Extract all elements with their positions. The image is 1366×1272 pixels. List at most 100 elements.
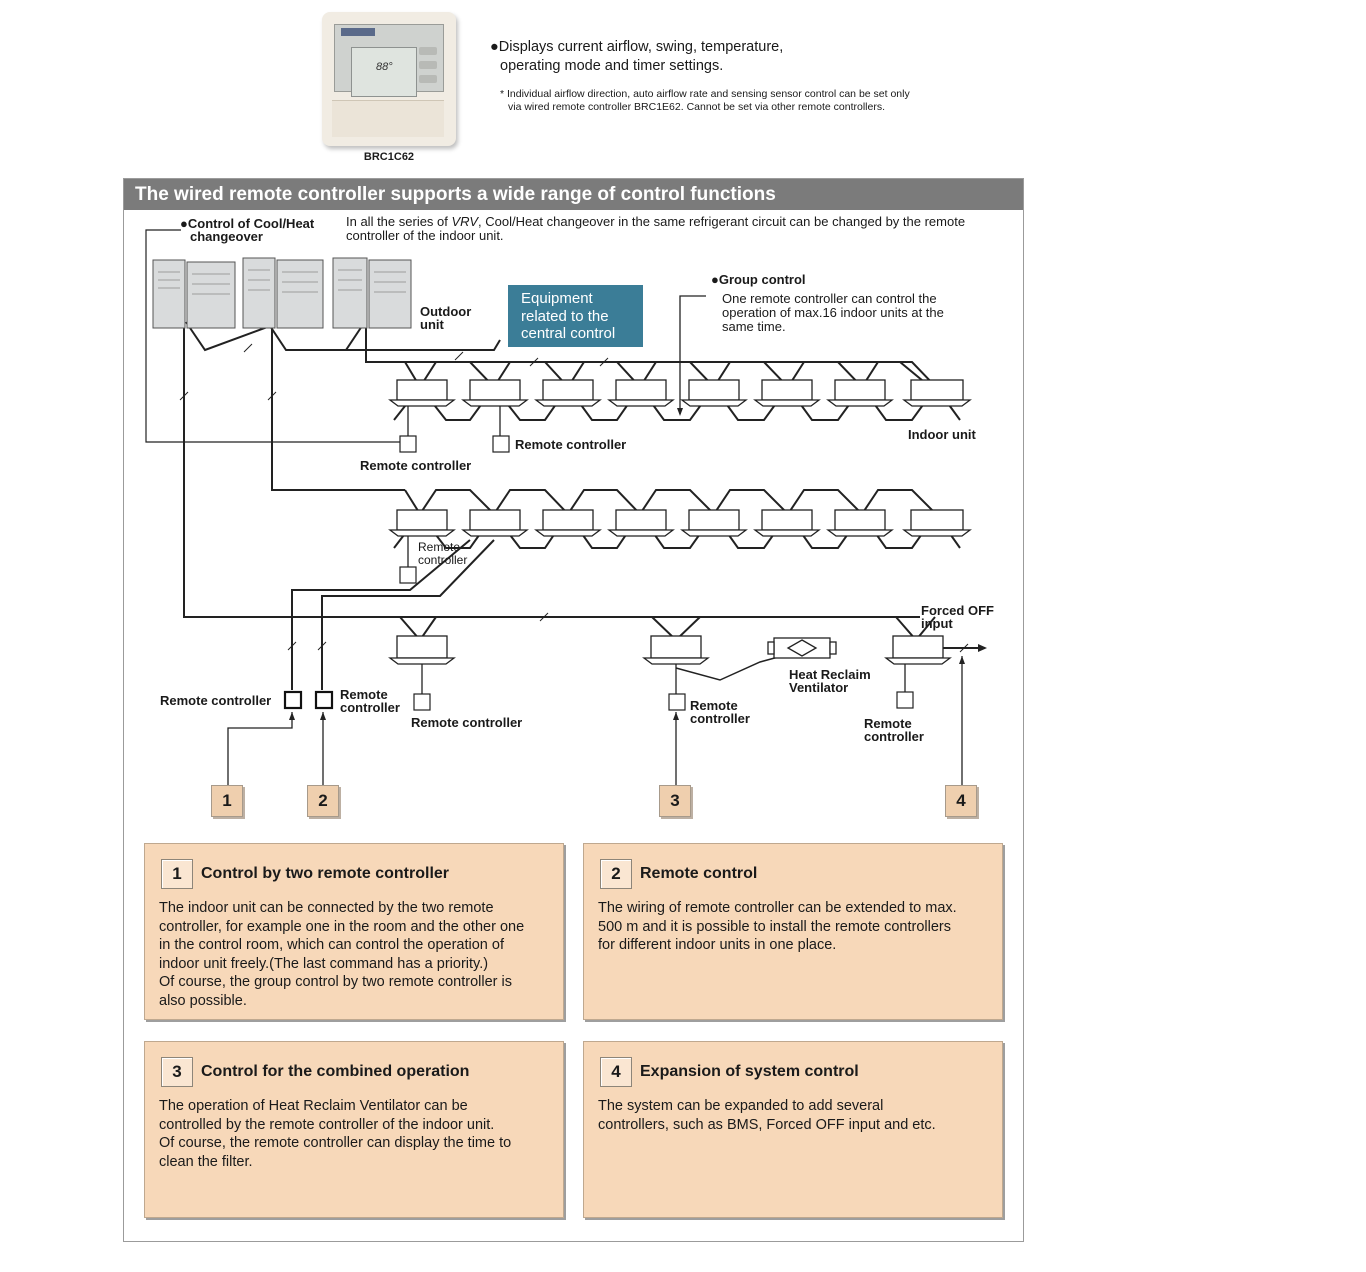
remote-controller-label: Remote controller — [340, 688, 400, 714]
remote-controller-label: Remote controller — [360, 458, 472, 473]
card-line: The indoor unit can be connected by the … — [159, 900, 494, 916]
coolheat-desc-line-2: controller of the indoor unit. — [346, 228, 504, 243]
group-desc-line-1: One remote controller can control the — [722, 291, 937, 306]
card-title: Remote control — [640, 865, 758, 882]
group-desc-line-3: same time. — [722, 319, 786, 334]
card-body: The operation of Heat Reclaim Ventilator… — [159, 1097, 553, 1171]
remote-label-line-2: controller — [340, 700, 400, 715]
footnote-line-1: * Individual airflow direction, auto air… — [500, 88, 910, 100]
coolheat-desc-suffix: , Cool/Heat changeover in the same refri… — [478, 214, 966, 229]
central-control-equipment-box: Equipment related to the central control — [508, 285, 643, 347]
coolheat-description: In all the series of VRV, Cool/Heat chan… — [346, 215, 965, 243]
card-line: The system can be expanded to add severa… — [598, 1098, 884, 1114]
controller-cover-flap — [332, 100, 444, 137]
remote-label-line-1: Remote — [418, 540, 461, 554]
coolheat-title-line-1: Control of Cool/Heat — [187, 216, 315, 231]
card-line: clean the filter. — [159, 1153, 253, 1170]
remote-controller-label: Remote controller — [160, 693, 272, 708]
remote-label-line-2: controller — [690, 711, 750, 726]
equipment-line-2: related to the — [521, 307, 609, 325]
function-card-2: 2 Remote control The wiring of remote co… — [583, 843, 1003, 1020]
controller-button — [419, 61, 437, 69]
card-body: The system can be expanded to add severa… — [598, 1097, 992, 1134]
equipment-line-3: central control — [521, 325, 616, 342]
feature-bullet: ●Displays current airflow, swing, temper… — [490, 38, 783, 76]
lcd-readout: 88° — [376, 61, 393, 73]
coolheat-desc-prefix: In all the series of — [346, 214, 452, 229]
function-card-3: 3 Control for the combined operation The… — [144, 1041, 564, 1218]
card-number-badge: 4 — [600, 1057, 632, 1087]
remote-controller-label: Remote controller — [411, 715, 523, 730]
card-number-badge: 3 — [161, 1057, 193, 1087]
card-line: Of course, the group control by two remo… — [159, 974, 512, 991]
card-title: Control for the combined operation — [201, 1063, 470, 1080]
card-line: controlled by the remote controller of t… — [159, 1116, 495, 1133]
function-tag-2: 2 — [307, 785, 339, 817]
function-tag-1: 1 — [211, 785, 243, 817]
heat-reclaim-ventilator-label: Heat Reclaim Ventilator — [789, 668, 871, 694]
card-body: The indoor unit can be connected by the … — [159, 899, 553, 1011]
brand-logo — [341, 28, 375, 36]
card-line: Of course, the remote controller can dis… — [159, 1135, 512, 1152]
remote-label-line-1: Remote — [864, 716, 912, 731]
card-line: controllers, such as BMS, Forced OFF inp… — [598, 1116, 936, 1133]
remote-label-line-1: Remote — [340, 687, 388, 702]
card-line: The operation of Heat Reclaim Ventilator… — [159, 1098, 468, 1114]
forced-off-line-2: input — [921, 616, 953, 631]
remote-controller-label: Remote controller — [418, 541, 467, 567]
remote-controller-photo: 88° — [322, 12, 456, 146]
indoor-unit-label: Indoor unit — [908, 427, 976, 442]
footnote: * Individual airflow direction, auto air… — [500, 88, 960, 114]
coolheat-title: ●Control of Cool/Heat changeover — [180, 217, 314, 243]
coolheat-desc-series: VRV — [451, 214, 479, 229]
heat-reclaim-line-1: Heat Reclaim — [789, 667, 871, 682]
forced-off-input-label: Forced OFF input — [921, 604, 994, 630]
controller-display-panel: 88° — [334, 24, 444, 97]
product-model-label: BRC1C62 — [363, 151, 415, 163]
card-number-badge: 2 — [600, 859, 632, 889]
outdoor-unit-label-line-1: Outdoor — [420, 304, 472, 319]
card-line: indoor unit freely.(The last command has… — [159, 955, 489, 972]
card-line: for different indoor units in one place. — [598, 937, 837, 954]
card-body: The wiring of remote controller can be e… — [598, 899, 992, 955]
card-line: The wiring of remote controller can be e… — [598, 900, 957, 916]
function-tag-4: 4 — [945, 785, 977, 817]
card-line: also possible. — [159, 992, 247, 1009]
function-tag-3: 3 — [659, 785, 691, 817]
card-title: Expansion of system control — [640, 1063, 859, 1080]
group-control-title-text: Group control — [718, 272, 806, 287]
card-title: Control by two remote controller — [201, 865, 450, 882]
remote-label-line-1: Remote — [690, 698, 738, 713]
card-number-badge: 1 — [161, 859, 193, 889]
footnote-line-2: via wired remote controller BRC1E62. Can… — [508, 101, 886, 113]
card-line: in the control room, which can control t… — [159, 937, 504, 954]
remote-controller-label: Remote controller — [690, 699, 750, 725]
outdoor-unit-label-line-2: unit — [420, 317, 444, 332]
coolheat-title-line-2: changeover — [190, 229, 263, 244]
remote-controller-label: Remote controller — [515, 437, 627, 452]
forced-off-line-1: Forced OFF — [921, 603, 994, 618]
bullet-dot-icon: ● — [711, 272, 719, 287]
equipment-line-1: Equipment — [521, 290, 593, 307]
remote-controller-label: Remote controller — [864, 717, 924, 743]
feature-line-1: Displays current airflow, swing, tempera… — [498, 39, 784, 55]
group-desc-line-2: operation of max.16 indoor units at the — [722, 305, 944, 320]
controller-lcd: 88° — [351, 47, 417, 97]
remote-label-line-2: controller — [864, 729, 924, 744]
controller-button — [419, 75, 437, 83]
bullet-dot-icon: ● — [490, 39, 499, 55]
outdoor-unit-label: Outdoor unit — [420, 305, 471, 331]
bullet-dot-icon: ● — [180, 216, 188, 231]
card-line: 500 m and it is possible to install the … — [598, 918, 952, 935]
card-line: controller, for example one in the room … — [159, 918, 525, 935]
function-card-4: 4 Expansion of system control The system… — [583, 1041, 1003, 1218]
group-control-title: ●Group control — [711, 273, 806, 286]
feature-line-2: operating mode and timer settings. — [500, 58, 724, 74]
remote-label-line-2: controller — [418, 553, 468, 567]
heat-reclaim-line-2: Ventilator — [789, 680, 849, 695]
panel-title: The wired remote controller supports a w… — [124, 179, 1023, 210]
controller-button — [419, 47, 437, 55]
group-control-description: One remote controller can control the op… — [722, 292, 944, 334]
function-card-1: 1 Control by two remote controller The i… — [144, 843, 564, 1020]
